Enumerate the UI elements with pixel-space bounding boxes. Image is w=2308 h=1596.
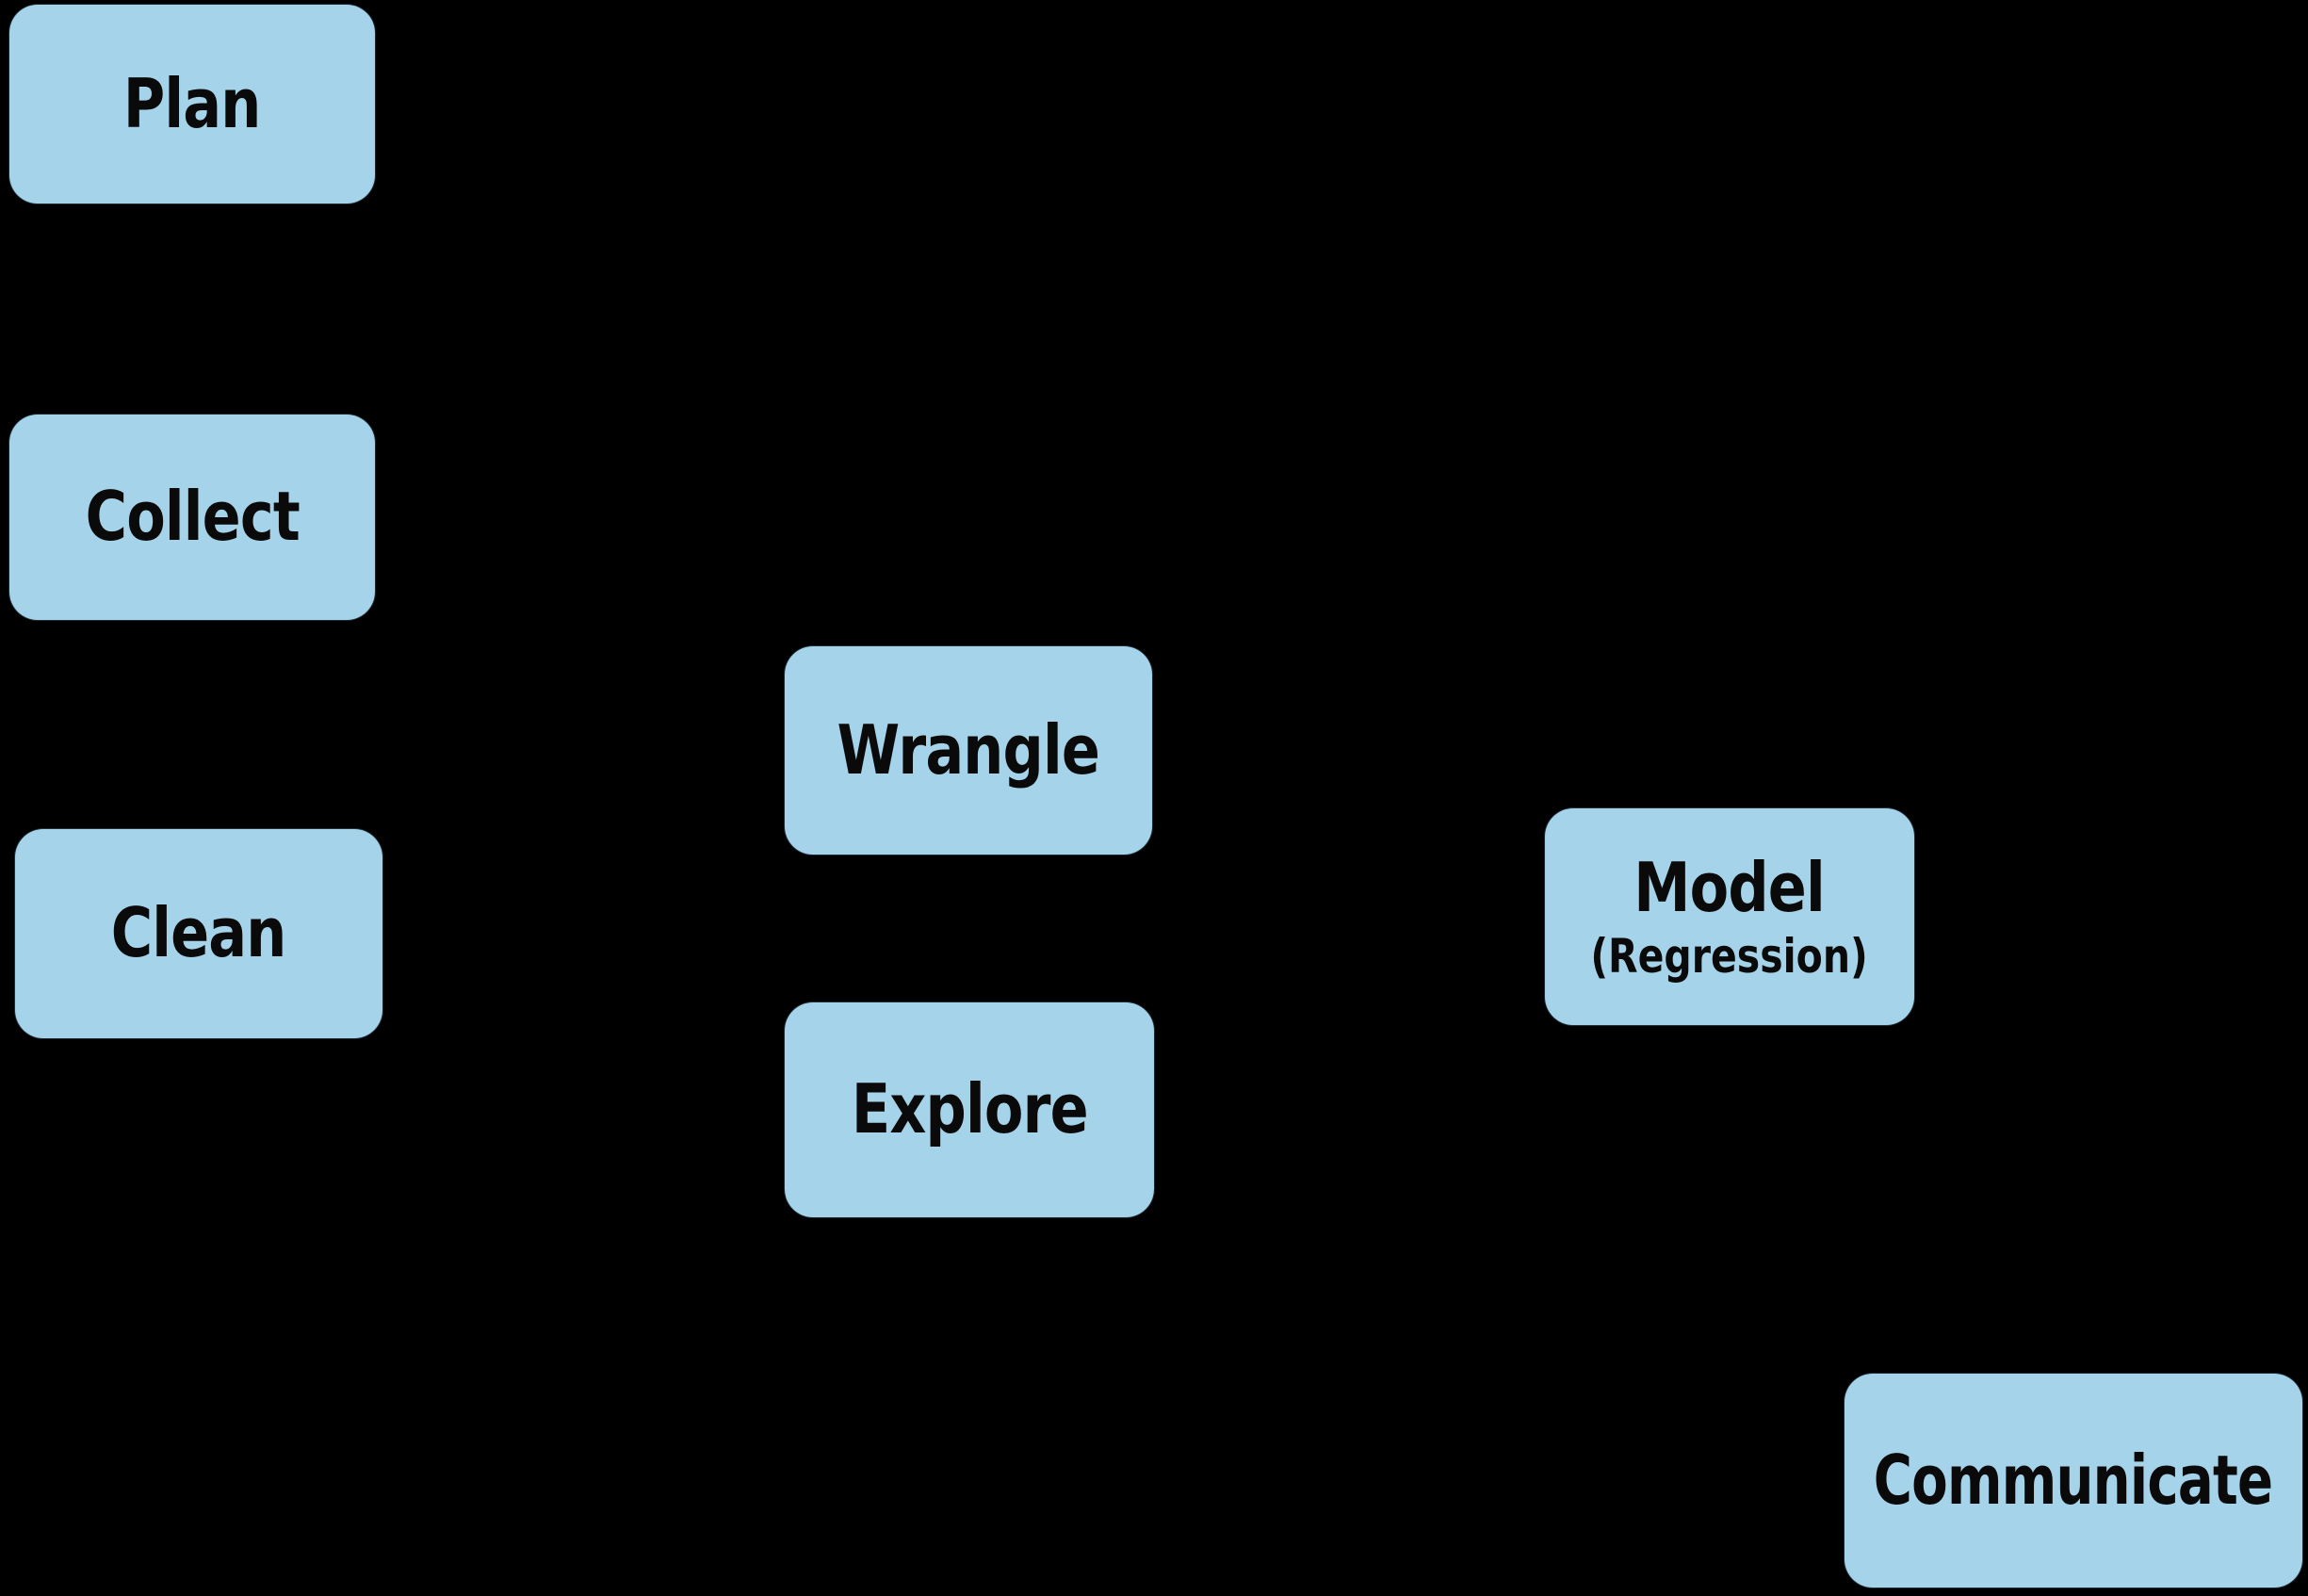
node-clean-label: Clean xyxy=(111,893,287,973)
node-explore: Explore xyxy=(785,1002,1154,1217)
node-communicate: Communicate xyxy=(1845,1374,2302,1588)
node-clean: Clean xyxy=(15,829,382,1038)
node-model-label: Model xyxy=(1633,847,1826,927)
node-wrangle-label: Wrangle xyxy=(837,709,1100,790)
node-model: Model (Regression) xyxy=(1545,808,1914,1025)
node-plan-label: Plan xyxy=(123,63,261,143)
node-wrangle: Wrangle xyxy=(785,646,1152,855)
node-collect: Collect xyxy=(9,415,375,620)
node-explore-label: Explore xyxy=(851,1069,1089,1149)
node-communicate-label: Communicate xyxy=(1874,1440,2273,1520)
node-model-sublabel: (Regression) xyxy=(1590,928,1869,984)
node-collect-label: Collect xyxy=(85,477,300,557)
node-plan: Plan xyxy=(9,5,375,204)
